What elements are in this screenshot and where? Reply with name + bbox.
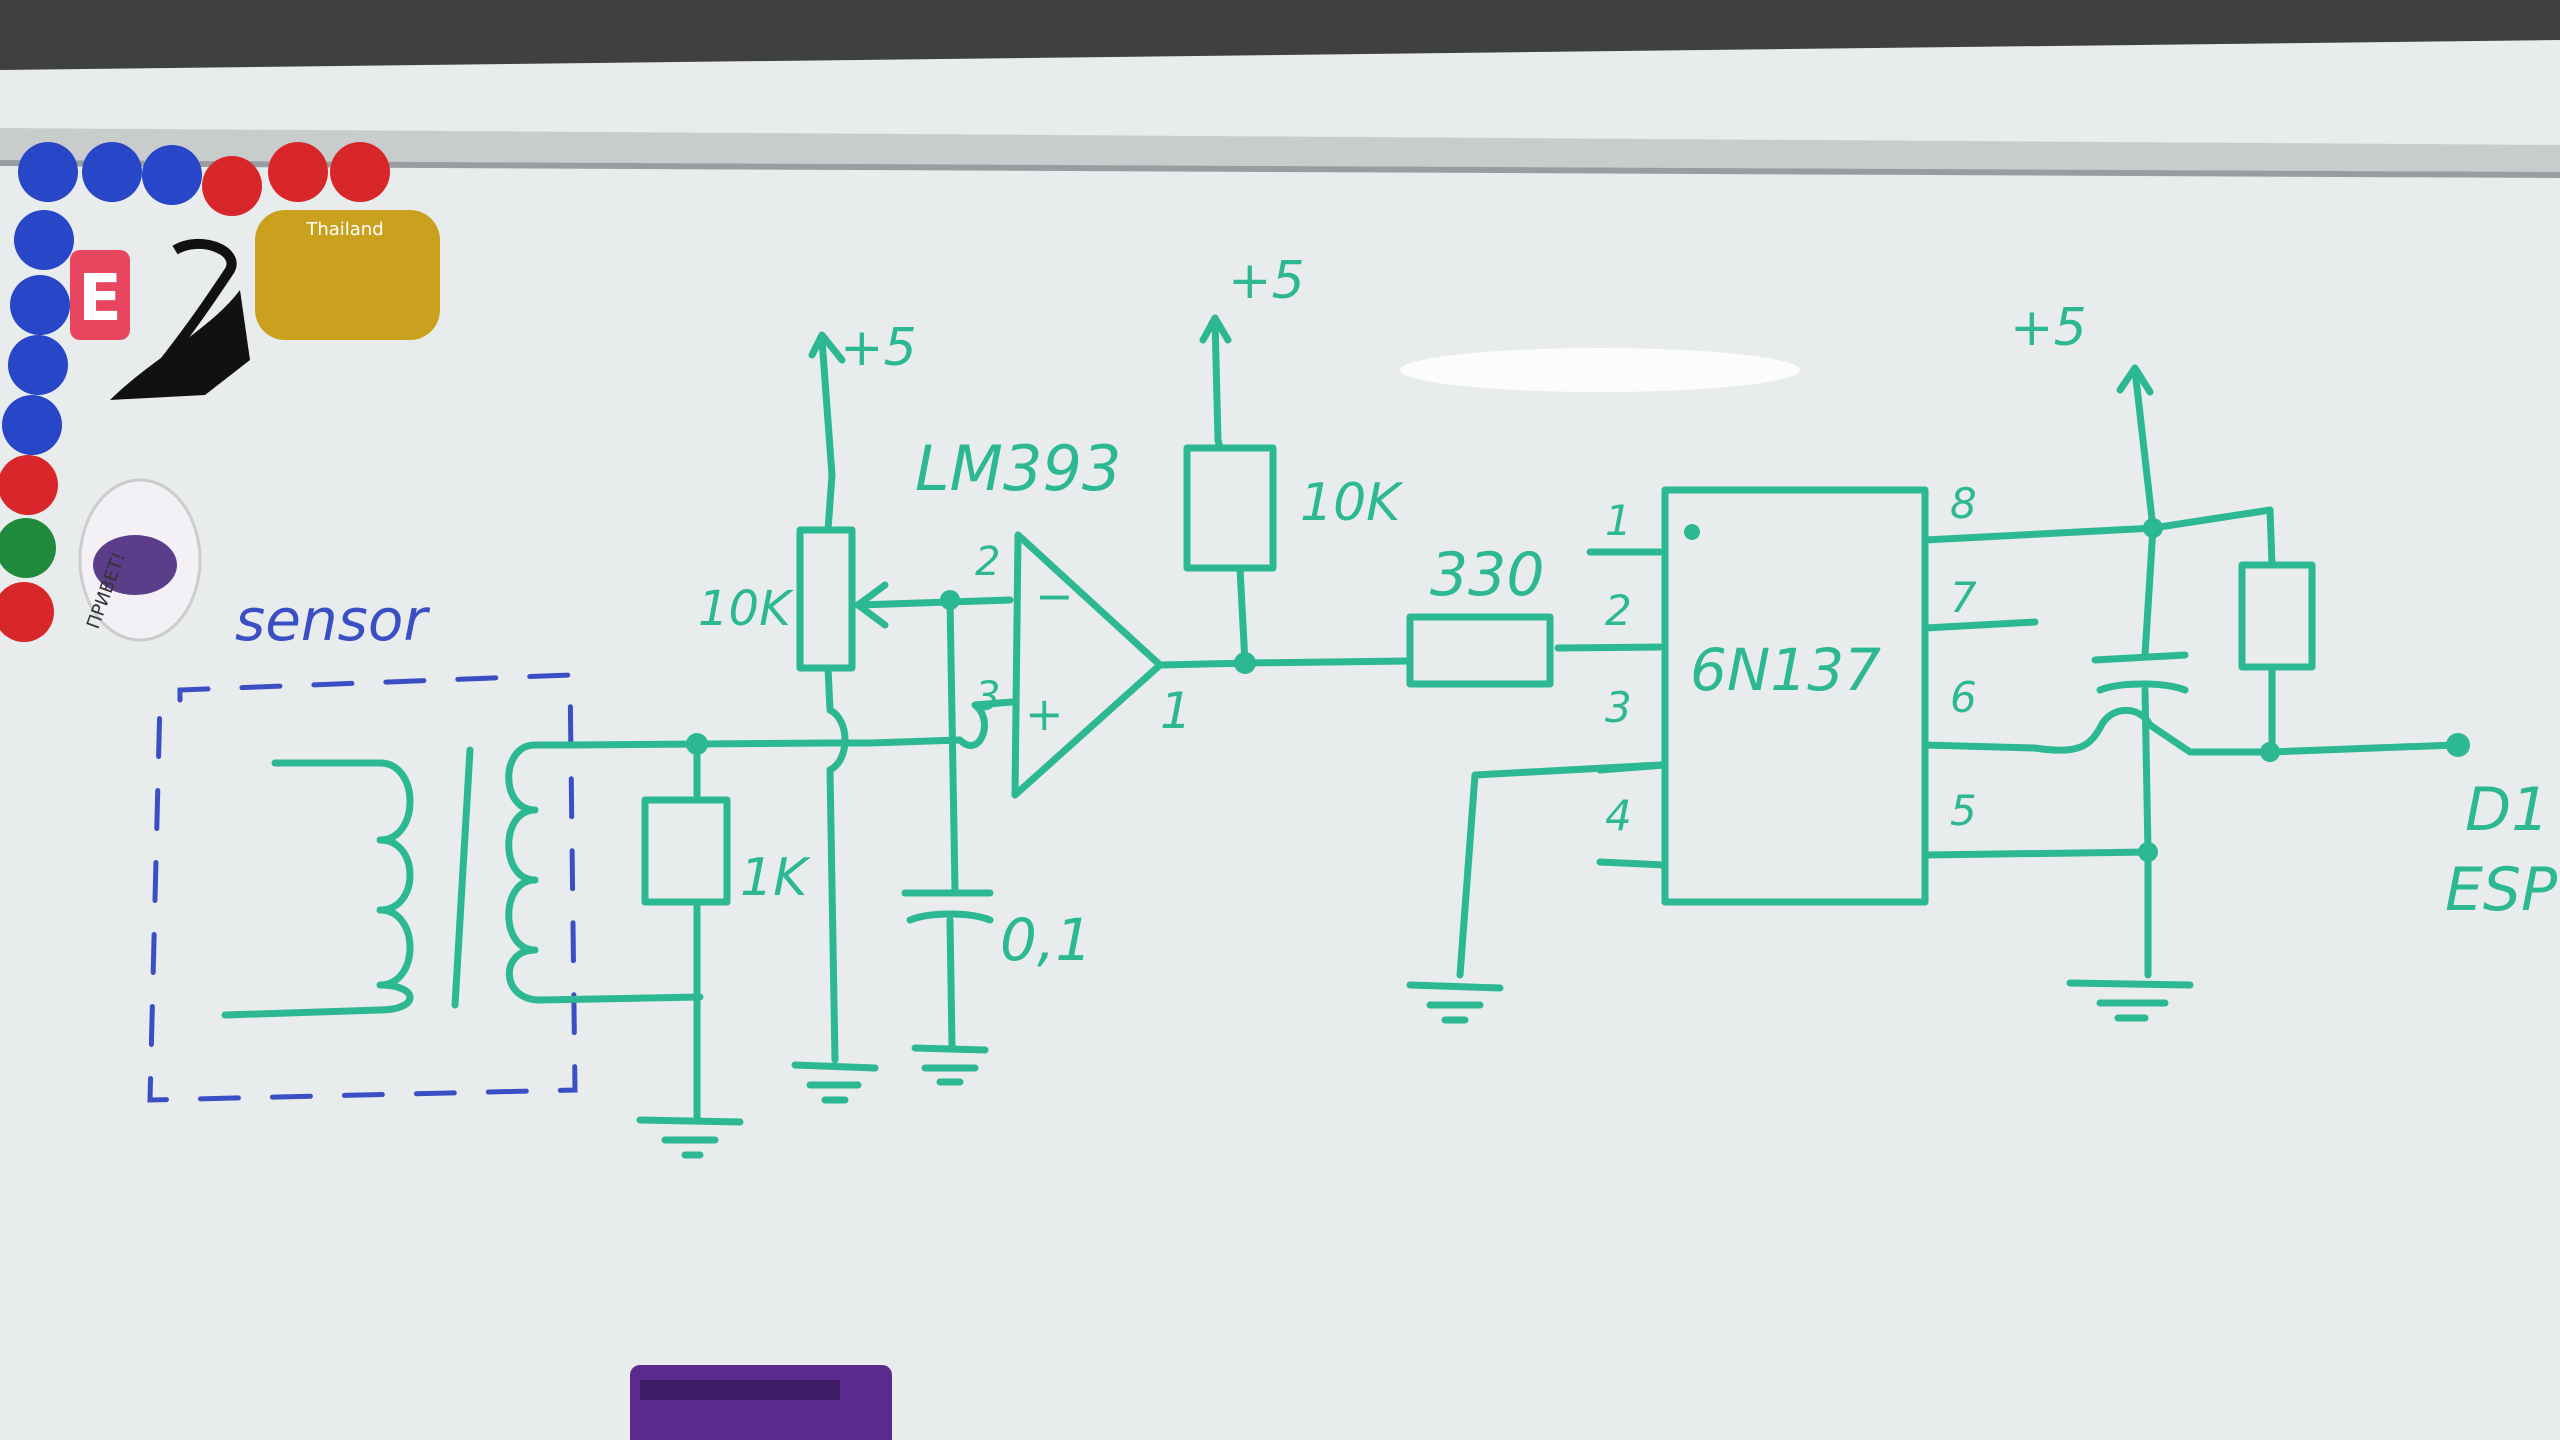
opto-pin6-label: 6 [1950, 673, 1977, 722]
comparator-label: LM393 [915, 432, 1121, 505]
comparator-plus: + [1025, 687, 1064, 741]
vcc-arrow-pot [808, 331, 846, 479]
transformer-primary [221, 759, 414, 1019]
opto-pin5-label: 5 [1950, 786, 1977, 835]
capacitor [901, 889, 994, 924]
wire [2141, 524, 2157, 659]
wire [2149, 506, 2276, 569]
opto-pin1-label: 1 [1605, 496, 1632, 545]
comparator-pin1: 1 [1160, 682, 1192, 740]
comparator-symbol [1011, 531, 1164, 799]
wire-pin7 [1921, 618, 2039, 632]
letter-magnet-text: E [78, 262, 122, 336]
ground-symbol [911, 1044, 989, 1086]
led-resistor-label: 330 [1430, 540, 1545, 610]
ground-symbol [636, 1116, 744, 1159]
comparator-pin2: 2 [975, 539, 1000, 585]
opto-pin2-label: 2 [1605, 586, 1632, 635]
wire-pin5 [1921, 848, 2154, 859]
wire [2141, 686, 2152, 979]
burden-resistor [641, 796, 731, 906]
eraser [630, 1365, 892, 1440]
vcc-arrow-pullup [1199, 314, 1232, 444]
opto-pin8-label: 8 [1950, 479, 1977, 528]
vcc-arrow-opto [2116, 364, 2157, 532]
wire [1236, 564, 1249, 667]
opto-pin3-label: 3 [1605, 683, 1632, 732]
output-label-2: ESP [2445, 855, 2558, 925]
transformer-core [451, 746, 474, 1009]
output-pullup-resistor [2238, 561, 2316, 671]
elephant-magnet [255, 210, 440, 340]
light-reflection [1400, 348, 1800, 392]
wire [946, 596, 959, 894]
comparator-pin3: 3 [975, 674, 1000, 720]
wiper-arrow [854, 581, 889, 629]
comparator-minus: − [1035, 569, 1074, 623]
output-label-1: D1 [2465, 775, 2549, 845]
optocoupler-label: 6N137 [1690, 636, 1881, 704]
pullup-resistor [1183, 444, 1277, 572]
sensor-label: sensor [235, 586, 430, 654]
sensor-boundary [147, 672, 578, 1103]
vcc-label-pot: +5 [840, 318, 917, 378]
capacitor-label: 0,1 [1000, 906, 1092, 974]
elephant-magnet-text: Thailand [305, 219, 383, 240]
wire-pin3-ground [1456, 761, 1664, 979]
burden-resistor-label: 1K [740, 848, 811, 908]
wire [946, 916, 956, 1049]
pin1-marker [1684, 524, 1700, 540]
magnets: E Thailand ПРИВЕТ! [0, 142, 440, 642]
wire [824, 471, 836, 534]
wire [1214, 436, 1224, 452]
vcc-label-opto: +5 [2010, 298, 2087, 358]
wire [1241, 657, 1414, 667]
output-terminal [2446, 733, 2470, 757]
ground-symbol [2066, 979, 2194, 1022]
opto-pin4-label: 4 [1605, 791, 1632, 840]
led-resistor [1406, 613, 1554, 688]
wire-to-plus [826, 698, 1016, 749]
ground-symbol [791, 1061, 879, 1104]
junction [2138, 842, 2158, 862]
cat-magnet-body [110, 290, 250, 400]
board-frame-shadow [0, 160, 2560, 178]
wire-to-opto-pin2 [1554, 643, 1664, 652]
letter-magnet [70, 250, 130, 340]
wire-pin8 [1921, 524, 2159, 544]
vcc-label-pullup: +5 [1228, 251, 1305, 311]
wiper-line [854, 596, 1014, 609]
opto-pin7-label: 7 [1950, 573, 1977, 622]
whiteboard-surface [0, 40, 2560, 1440]
cat-magnet [146, 238, 237, 384]
wire-output [2266, 741, 2459, 756]
transformer-secondary [505, 741, 704, 1004]
board-frame-top [0, 128, 2560, 172]
pullup-resistor-label: 10K [1300, 473, 1404, 533]
eraser-label-area [640, 1380, 840, 1400]
bypass-capacitor [2091, 651, 2189, 694]
ground-symbol [1406, 981, 1504, 1024]
optocoupler [1661, 486, 1929, 906]
potentiometer-label: 10K [698, 581, 794, 637]
